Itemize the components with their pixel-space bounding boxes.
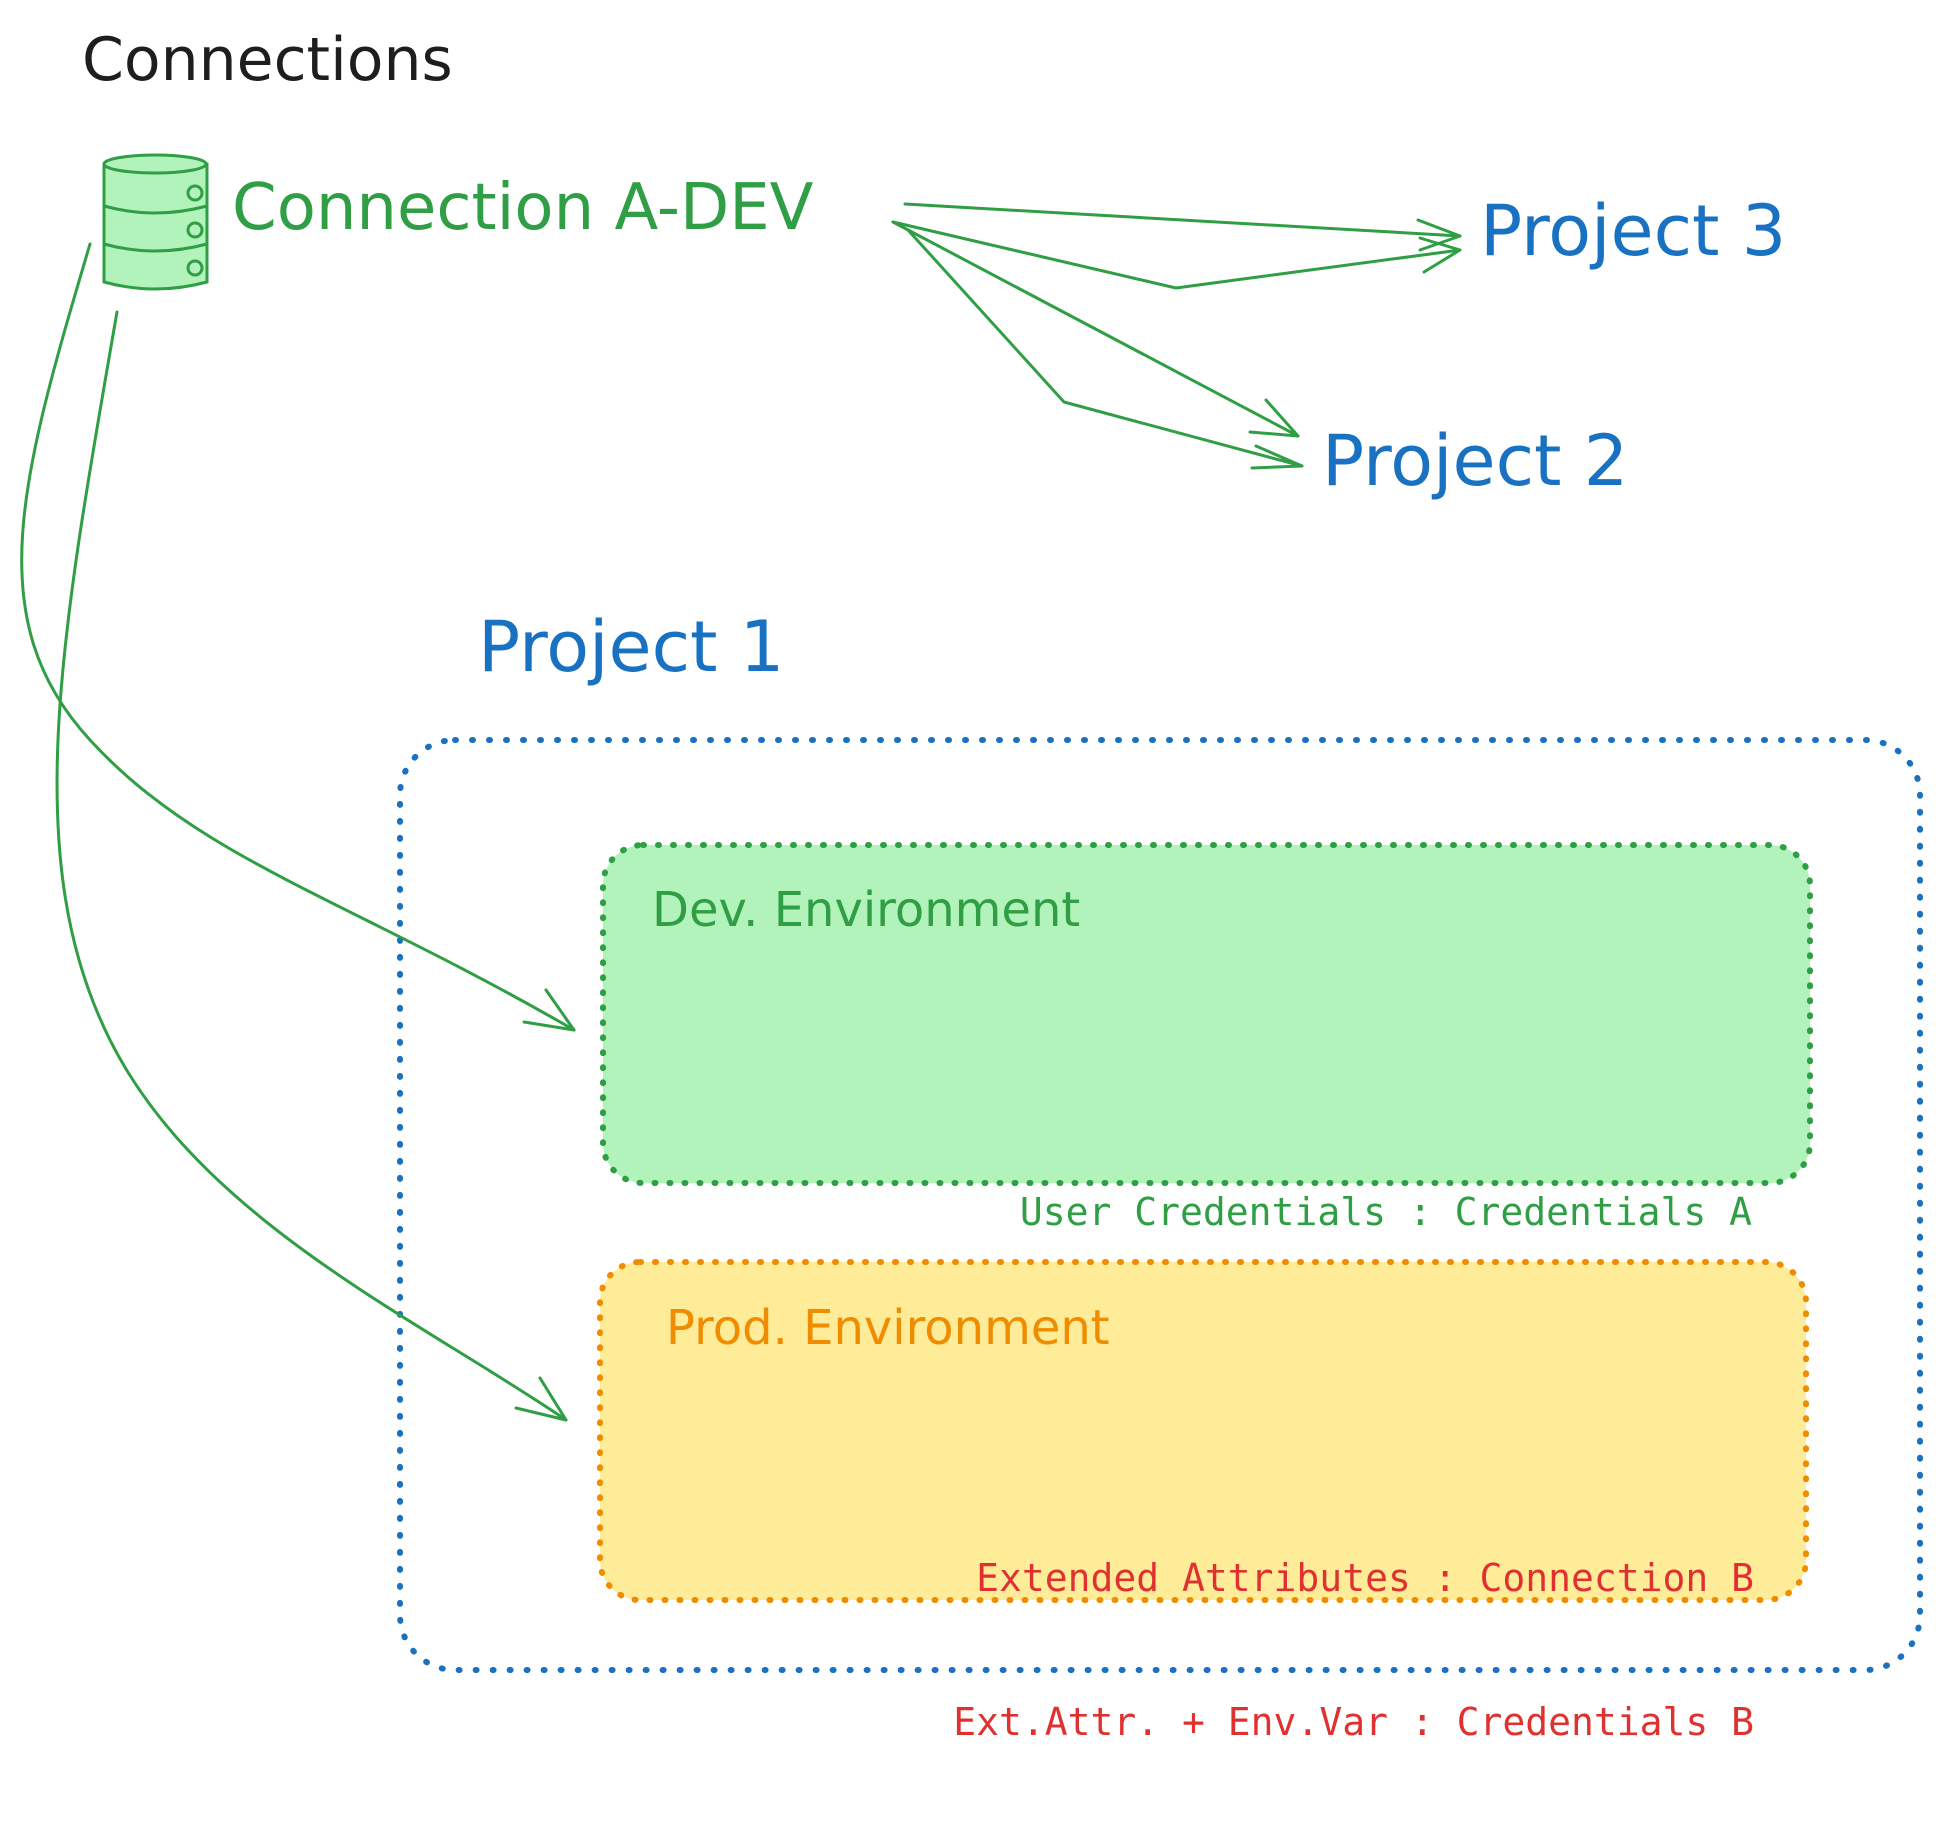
prod-environment-details: Extended Attributes : Connection B Ext.A…	[953, 1458, 1754, 1842]
prod-environment-title: Prod. Environment	[666, 1300, 1110, 1356]
prod-ext-attr-env-var-line: Ext.Attr. + Env.Var : Credentials B	[953, 1700, 1754, 1744]
arrow-to-dev-environment	[20, 242, 576, 1032]
diagram-graphics	[20, 153, 1923, 1673]
dev-environment-box	[600, 842, 1813, 1186]
project-1-container	[397, 737, 1923, 1673]
dev-environment-title: Dev. Environment	[652, 882, 1081, 938]
arrow-to-project-2	[891, 220, 1304, 470]
arrow-to-prod-environment	[55, 310, 568, 1422]
project-3-label: Project 3	[1480, 190, 1787, 272]
diagram-canvas: Connections Connection A-DEV Project 3 P…	[20, 25, 1923, 1744]
diagram-title: Connections	[82, 25, 453, 95]
connection-label: Connection A-DEV	[232, 171, 814, 245]
database-icon	[102, 153, 209, 291]
dev-environment-details: User Credentials : Credentials A	[1020, 1092, 1752, 1332]
prod-extended-attributes-line: Extended Attributes : Connection B	[976, 1556, 1754, 1600]
arrow-to-project-3	[891, 202, 1462, 290]
project-1-label: Project 1	[478, 606, 785, 688]
prod-environment-box	[597, 1259, 1809, 1603]
project-2-label: Project 2	[1322, 420, 1629, 502]
dev-credentials-line: User Credentials : Credentials A	[1019, 1190, 1752, 1234]
